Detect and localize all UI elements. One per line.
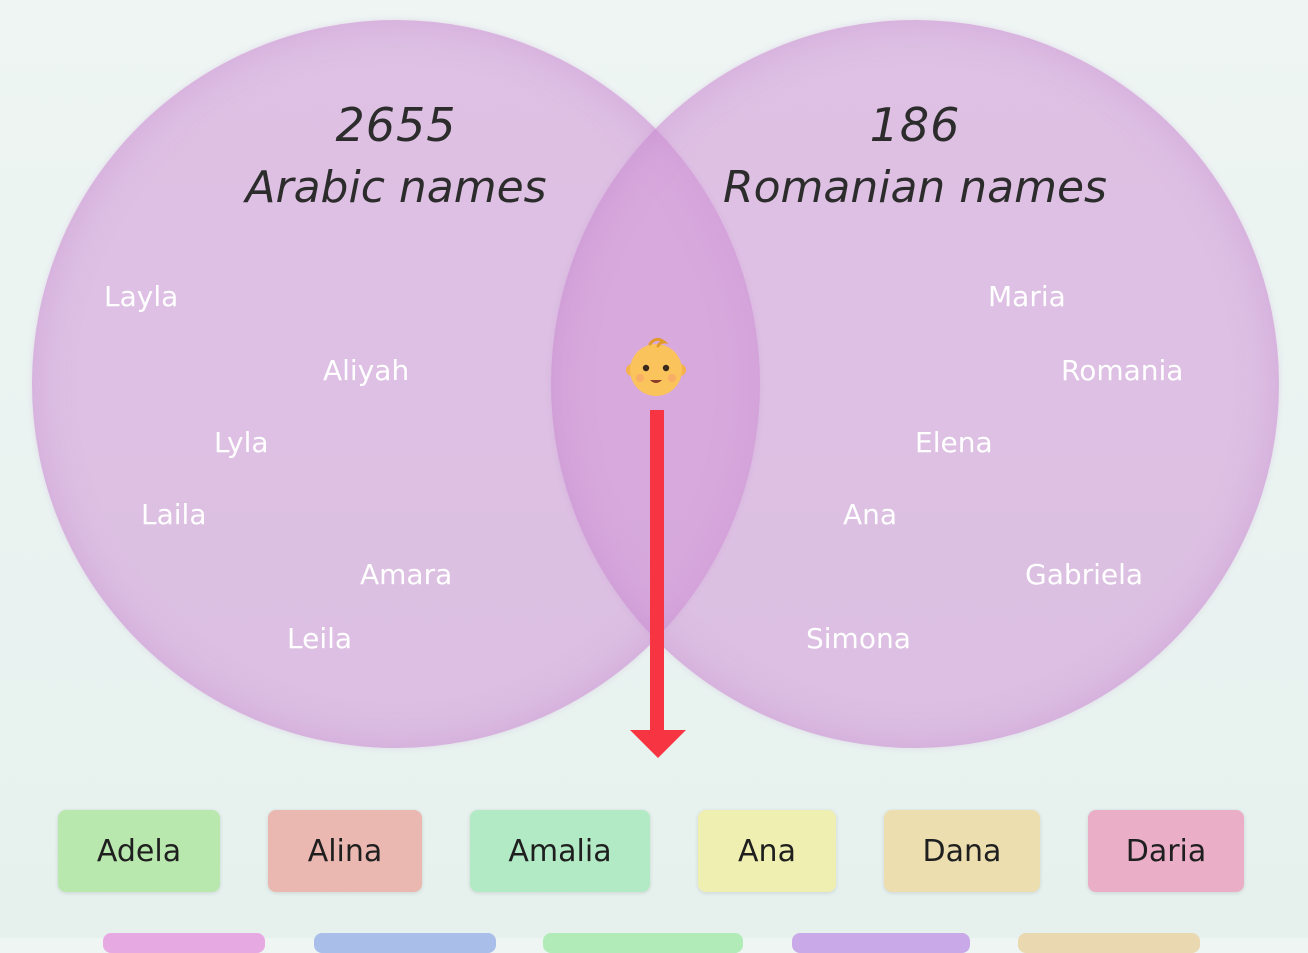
name-chip-amalia[interactable]: Amalia: [470, 810, 650, 892]
name-chip-ana[interactable]: Ana: [698, 810, 836, 892]
romanian-names-count: 186: [869, 98, 961, 152]
romanian-name-item: Simona: [806, 622, 911, 655]
arabic-name-item: Amara: [360, 558, 453, 591]
name-chip-partial[interactable]: [792, 933, 970, 953]
arabic-names-label: Arabic names: [245, 162, 547, 213]
arabic-name-item: Leila: [287, 622, 353, 655]
romanian-name-item: Elena: [915, 426, 993, 459]
romanian-name-item: Gabriela: [1025, 558, 1144, 591]
arabic-name-item: Lyla: [214, 426, 269, 459]
arabic-name-item: Laila: [141, 498, 207, 531]
romanian-name-item: Ana: [843, 498, 898, 531]
name-chip-adela[interactable]: Adela: [58, 810, 220, 892]
name-chip-daria[interactable]: Daria: [1088, 810, 1244, 892]
down-arrow-icon: [650, 410, 664, 732]
arabic-name-item: Aliyah: [323, 354, 410, 387]
name-chip-partial[interactable]: [314, 933, 496, 953]
arrow-head-icon: [630, 730, 686, 758]
baby-face-icon: [626, 337, 686, 396]
name-chip-dana[interactable]: Dana: [884, 810, 1040, 892]
romanian-names-label: Romanian names: [723, 162, 1107, 213]
romanian-name-item: Maria: [988, 280, 1066, 313]
name-chip-alina[interactable]: Alina: [268, 810, 422, 892]
romanian-name-item: Romania: [1061, 354, 1184, 387]
arabic-name-item: Layla: [104, 280, 179, 313]
name-chip-partial[interactable]: [1018, 933, 1200, 953]
arabic-names-count: 2655: [335, 98, 457, 152]
name-chip-partial[interactable]: [103, 933, 265, 953]
name-chip-partial[interactable]: [543, 933, 743, 953]
